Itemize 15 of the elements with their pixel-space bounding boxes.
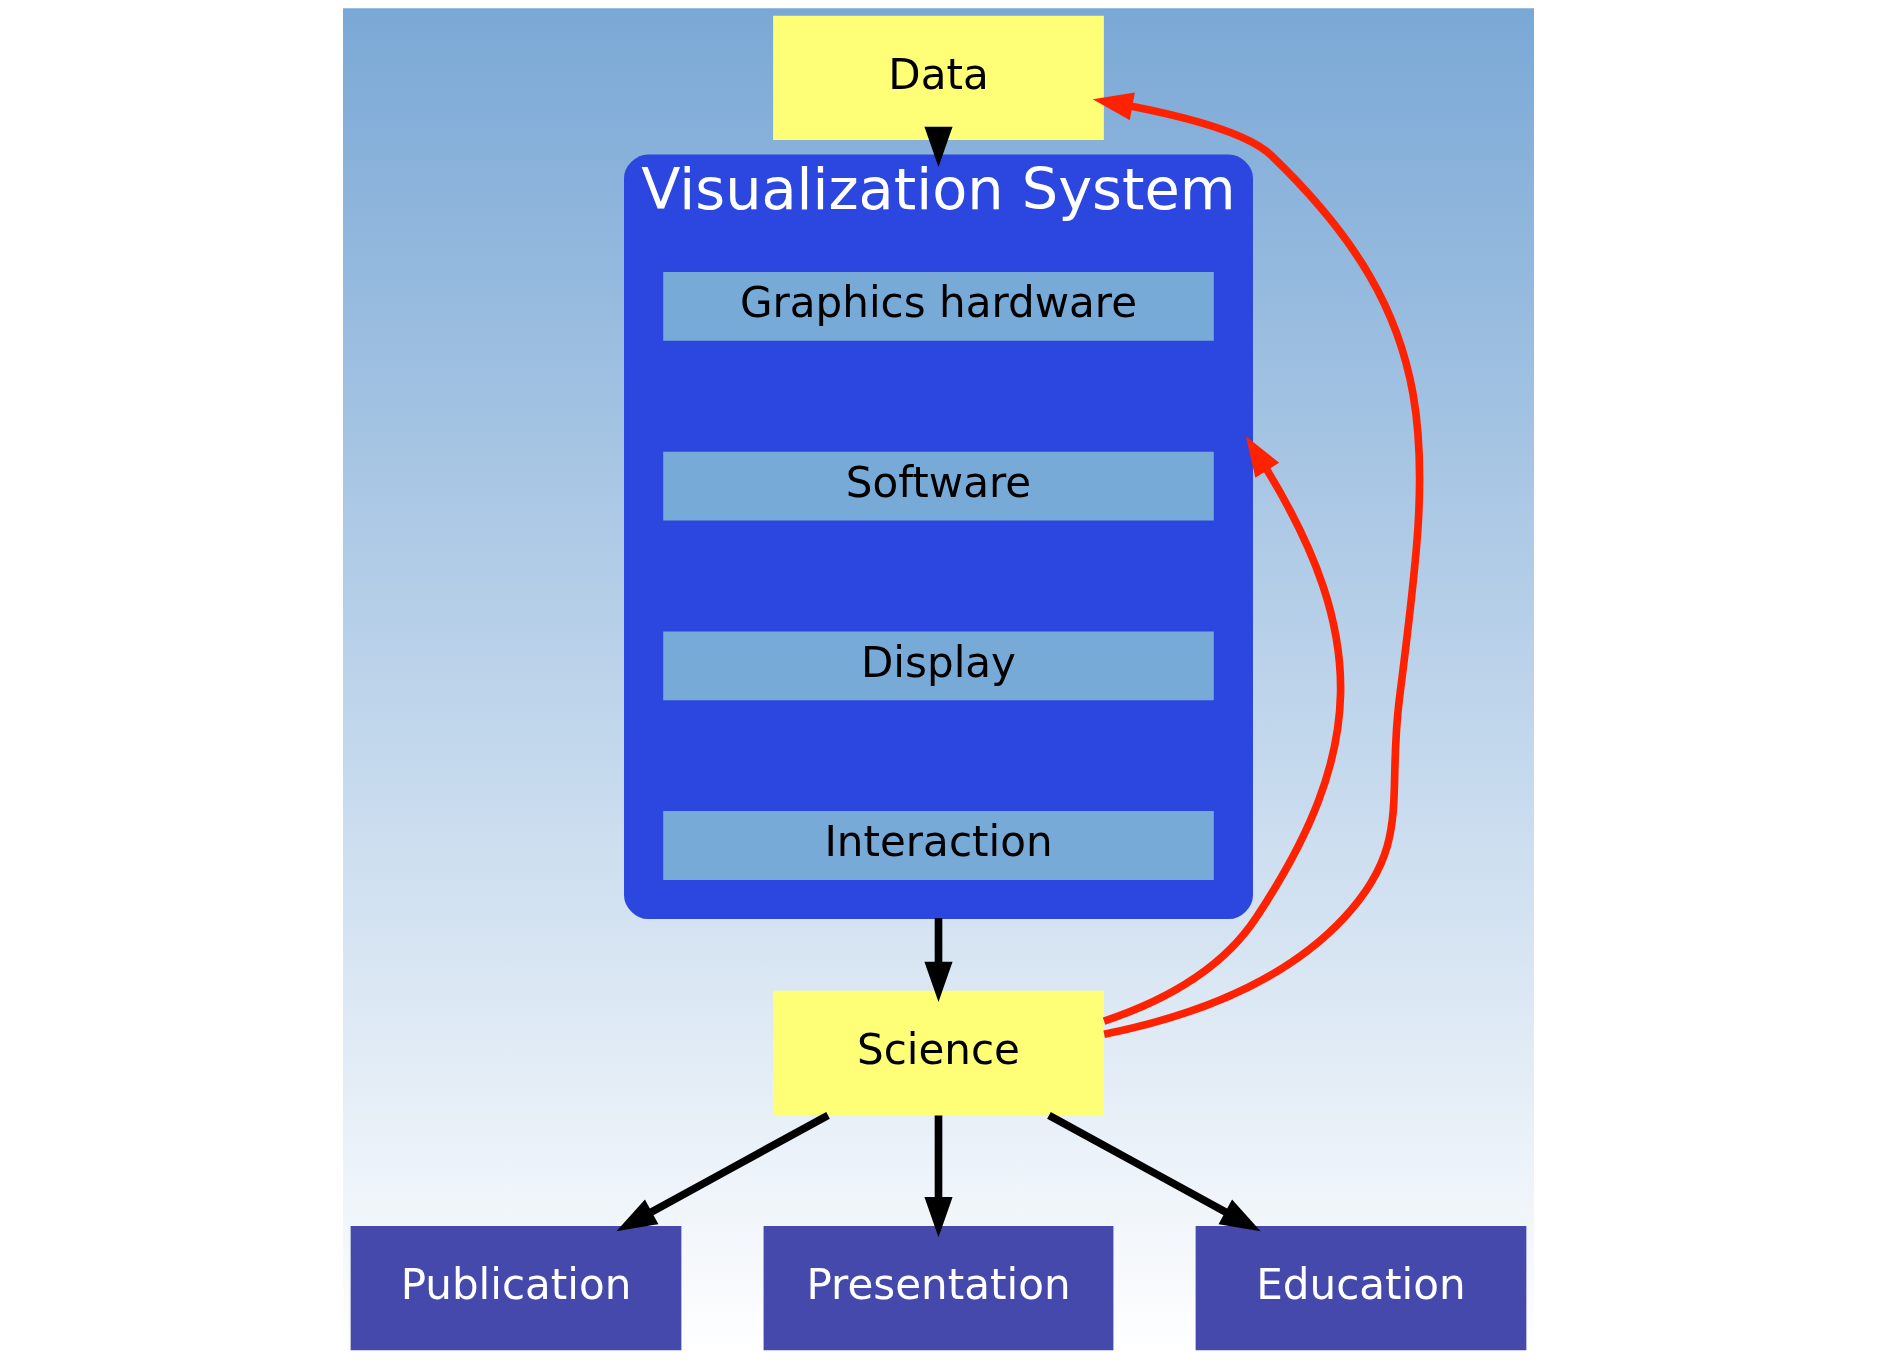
node-box: Presentation bbox=[763, 1225, 1114, 1351]
arrow bbox=[1092, 92, 1424, 1038]
node-box: Education bbox=[1195, 1225, 1527, 1351]
node-box: Software bbox=[663, 451, 1214, 521]
node-box: Science bbox=[773, 990, 1104, 1116]
arrow bbox=[924, 918, 953, 1003]
arrow bbox=[924, 126, 953, 167]
arrow bbox=[1047, 1111, 1261, 1232]
node-box: Publication bbox=[350, 1225, 682, 1351]
arrow bbox=[616, 1111, 830, 1232]
node-box: Display bbox=[663, 631, 1214, 701]
node-box: Graphics hardware bbox=[663, 272, 1214, 341]
arrow bbox=[924, 1115, 953, 1238]
arrow bbox=[1102, 436, 1345, 1025]
node-box: Interaction bbox=[663, 811, 1214, 880]
